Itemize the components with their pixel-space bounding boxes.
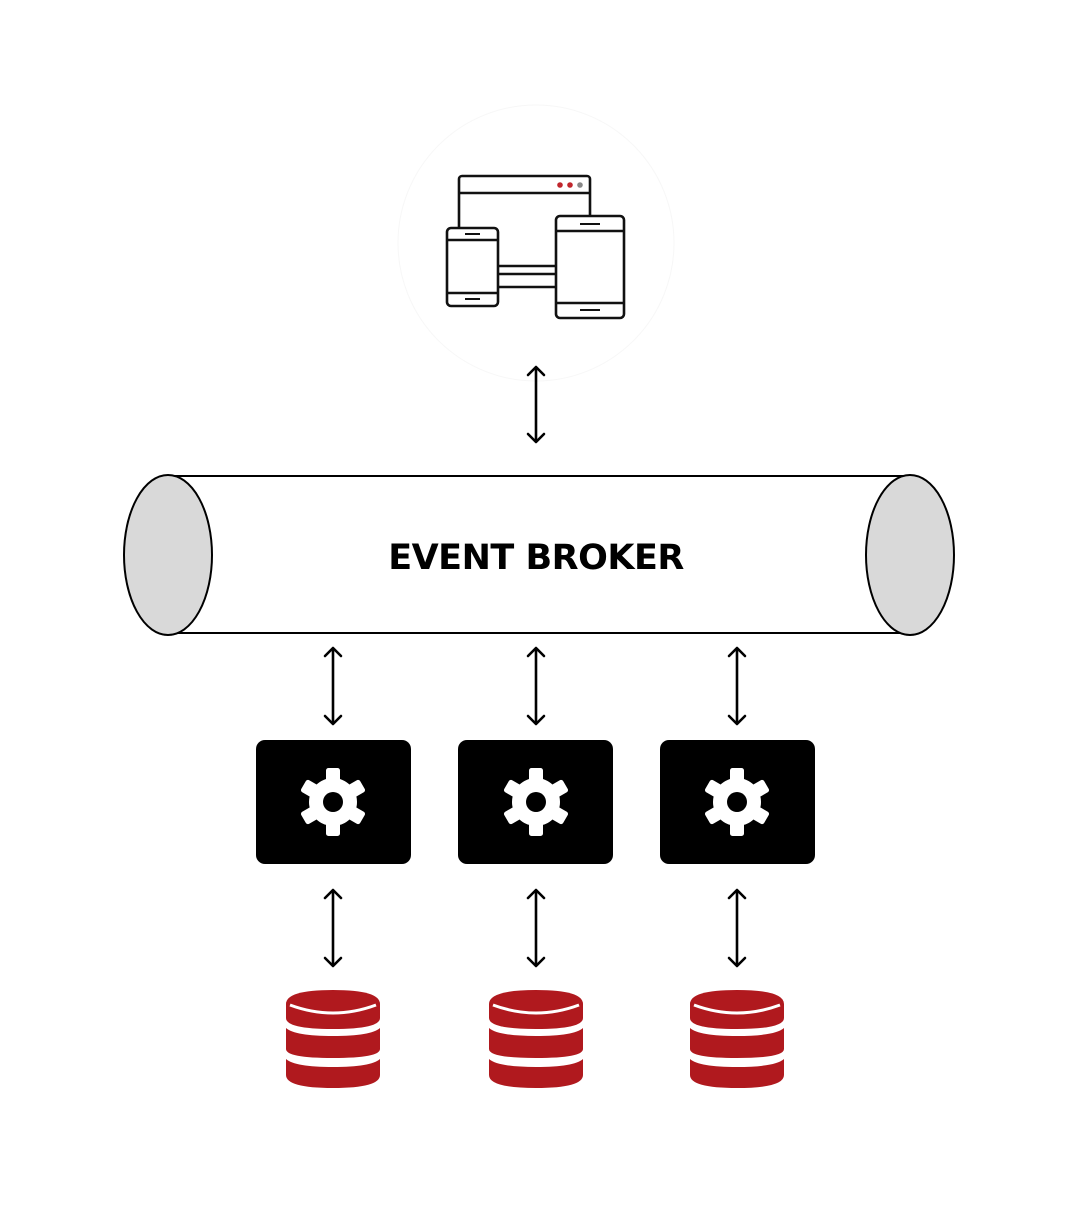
multi-device-icon xyxy=(445,174,626,320)
database-icon xyxy=(487,988,585,1090)
pipe-left-end xyxy=(123,474,213,636)
database-icon xyxy=(688,988,786,1090)
database-icon xyxy=(284,988,382,1090)
service-node-3 xyxy=(660,740,815,864)
service-db-arrows xyxy=(323,888,747,968)
service-node-2 xyxy=(458,740,613,864)
service-node-1 xyxy=(256,740,411,864)
client-node xyxy=(397,104,675,382)
pipe-right-end xyxy=(865,474,955,636)
broker-service-arrows xyxy=(323,646,747,726)
broker-label: EVENT BROKER xyxy=(388,538,684,578)
event-broker-pipe: EVENT BROKER xyxy=(123,474,955,636)
